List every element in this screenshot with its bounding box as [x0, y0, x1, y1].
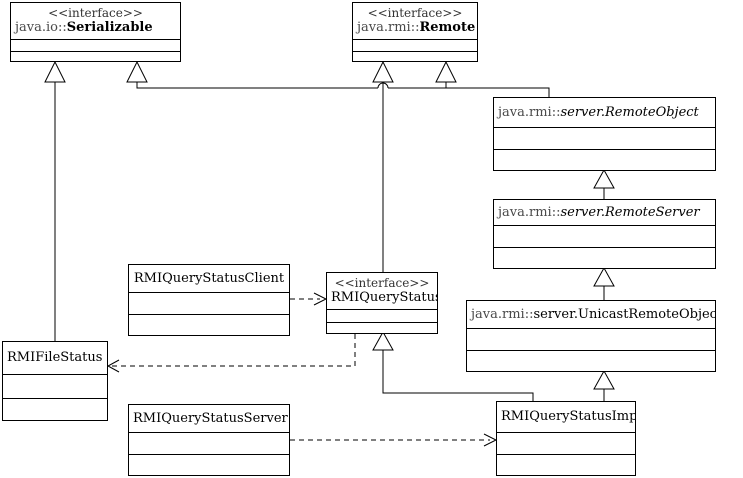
attributes-compartment — [494, 127, 715, 149]
stereotype-label: <<interface>> — [334, 276, 430, 290]
triangle-querystatus — [372, 330, 394, 351]
operations-compartment — [494, 247, 715, 268]
edge-remoteobject-remote — [388, 87, 550, 97]
class-name: RMIQueryStatusClient — [133, 270, 285, 286]
package-label: java.io:: — [15, 20, 67, 35]
attributes-compartment — [497, 432, 635, 454]
class-name: RMIFileStatus — [7, 350, 103, 365]
class-remote: <<interface>> java.rmi::Remote — [352, 2, 478, 62]
attributes-compartment — [494, 225, 715, 247]
qualifier-label: server. — [560, 204, 606, 220]
edge-querystatus-filestatus — [112, 334, 356, 367]
class-unicast-remote-object: java.rmi::server.UnicastRemoteObject — [466, 300, 716, 372]
triangle-serializable-right — [126, 60, 148, 83]
operations-compartment — [327, 322, 437, 333]
arrowhead-querystatus-filestatus — [106, 359, 120, 373]
class-name: RMIQueryStatusServer — [133, 410, 288, 426]
class-name: RemoteObject — [605, 104, 699, 120]
class-query-status-impl: RMIQueryStatusImpl — [496, 401, 636, 476]
operations-compartment — [11, 51, 180, 61]
triangle-serializable-left — [44, 60, 66, 83]
attributes-compartment — [353, 39, 477, 51]
package-label: java.rmi:: — [357, 20, 420, 35]
class-name: RMIQueryStatusImpl — [501, 409, 636, 424]
class-name: RemoteServer — [605, 204, 700, 220]
triangle-remote-left — [372, 60, 394, 83]
class-remote-server: java.rmi::server.RemoteServer — [493, 199, 716, 269]
package-label: java.rmi:: — [498, 204, 561, 220]
attributes-compartment — [11, 39, 180, 51]
triangle-remoteobject — [593, 168, 615, 189]
attributes-compartment — [129, 432, 289, 454]
operations-compartment — [353, 51, 477, 61]
attributes-compartment — [3, 374, 107, 398]
edge-remoteobject-serializable — [136, 82, 378, 89]
triangle-remoteserver — [593, 266, 615, 287]
class-name: Remote — [419, 20, 476, 35]
edge-impl-querystatus — [382, 349, 534, 401]
class-query-status: <<interface>> RMIQueryStatus — [326, 272, 438, 334]
class-name: RMIQueryStatus — [331, 290, 438, 305]
operations-compartment — [497, 454, 635, 475]
triangle-remote-right — [435, 60, 457, 83]
triangle-unicast — [593, 369, 615, 390]
stereotype-label: <<interface>> — [367, 6, 463, 20]
operations-compartment — [3, 398, 107, 420]
attributes-compartment — [327, 309, 437, 322]
operations-compartment — [129, 454, 289, 475]
class-query-status-client: RMIQueryStatusClient — [128, 264, 290, 336]
class-remote-object: java.rmi::server.RemoteObject — [493, 97, 716, 171]
class-query-status-server: RMIQueryStatusServer — [128, 404, 290, 476]
operations-compartment — [467, 350, 715, 371]
package-label: java.rmi:: — [498, 104, 561, 120]
package-label: java.rmi:: — [471, 306, 534, 322]
class-file-status: RMIFileStatus — [2, 341, 108, 421]
qualifier-label: server. — [560, 104, 606, 120]
class-name: server.UnicastRemoteObject — [533, 306, 716, 322]
attributes-compartment — [467, 328, 715, 350]
class-name: Serializable — [66, 20, 153, 35]
operations-compartment — [129, 314, 289, 335]
stereotype-label: <<interface>> — [48, 6, 143, 20]
operations-compartment — [494, 149, 715, 170]
class-serializable: <<interface>> java.io::Serializable — [10, 2, 181, 62]
attributes-compartment — [129, 292, 289, 314]
